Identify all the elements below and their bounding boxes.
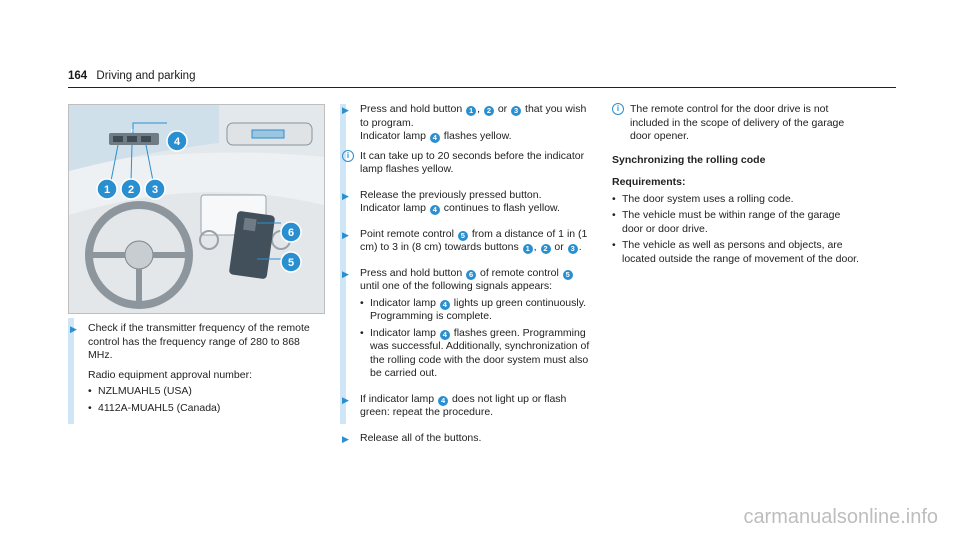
- svg-text:5: 5: [288, 257, 294, 269]
- col3-content: i The remote control for the door drive …: [612, 103, 862, 266]
- col1-bar: [68, 318, 74, 424]
- step-release: ▶ Release the previously pressed button.…: [342, 188, 560, 215]
- play-arrow-icon: ▶: [342, 105, 349, 115]
- car-interior-illustration: 4 1 2 3 6 5: [68, 104, 325, 314]
- section-heading: Synchronizing the rolling code: [612, 153, 766, 166]
- step-check-frequency: ▶ Check if the transmitter frequency of …: [70, 322, 322, 363]
- step-point-remote: ▶ Point remote control 5 from a distance…: [342, 227, 588, 254]
- callout-3: 3: [144, 178, 166, 200]
- callout-6: 6: [280, 221, 302, 243]
- step-release-all: ▶ Release all of the buttons.: [342, 432, 594, 446]
- list-item: Indicator lamp 4 lights up green continu…: [360, 297, 594, 324]
- col2-content: ▶ Press and hold button 1, 2 or 3 that y…: [342, 103, 594, 445]
- col1-content: ▶ Check if the transmitter frequency of …: [70, 322, 322, 415]
- play-arrow-icon: ▶: [342, 433, 349, 444]
- play-arrow-icon: ▶: [342, 229, 349, 240]
- svg-text:4: 4: [174, 136, 181, 148]
- step-if-no-light: ▶ If indicator lamp 4 does not light up …: [342, 392, 567, 419]
- play-arrow-icon: ▶: [342, 268, 349, 279]
- callout-1: 1: [96, 178, 118, 200]
- svg-text:1: 1: [104, 184, 110, 196]
- svg-text:3: 3: [152, 184, 158, 196]
- callout-2: 2: [120, 178, 142, 200]
- callout-5: 5: [280, 251, 302, 273]
- col2-bar: [340, 104, 346, 424]
- info-icon: i: [342, 149, 354, 162]
- info-icon: i: [612, 103, 624, 115]
- play-arrow-icon: ▶: [70, 324, 77, 334]
- header-rule: [68, 87, 896, 88]
- play-arrow-icon: ▶: [342, 190, 349, 201]
- note-wait: i It can take up to 20 seconds before th…: [342, 149, 594, 177]
- list-item: The vehicle as well as persons and objec…: [612, 239, 862, 266]
- svg-text:6: 6: [288, 227, 294, 239]
- page-header: 164 Driving and parking: [68, 70, 195, 82]
- page-section-title: Driving and parking: [96, 70, 196, 82]
- list-item: Indicator lamp 4 flashes green. Programm…: [360, 327, 594, 381]
- requirements-label: Requirements:: [612, 176, 686, 188]
- note-remote-not-included: i The remote control for the door drive …: [612, 103, 862, 144]
- list-item: The vehicle must be within range of the …: [612, 209, 862, 236]
- list-item: 4112A-MUAHL5 (Canada): [88, 402, 322, 416]
- play-arrow-icon: ▶: [342, 394, 349, 405]
- page-number: 164: [68, 70, 88, 82]
- svg-text:2: 2: [128, 184, 134, 196]
- step-hold-remote: ▶ Press and hold button 6 of remote cont…: [342, 267, 594, 381]
- step-press-hold: ▶ Press and hold button 1, 2 or 3 that y…: [342, 103, 587, 143]
- step-text: Check if the transmitter frequency of th…: [88, 322, 310, 361]
- watermark: carmanualsonline.info: [743, 506, 938, 528]
- radio-label: Radio equipment approval number:: [88, 368, 253, 381]
- list-item: The door system uses a rolling code.: [612, 193, 862, 207]
- list-item: NZLMUAHL5 (USA): [88, 385, 322, 399]
- callout-4: 4: [166, 130, 188, 152]
